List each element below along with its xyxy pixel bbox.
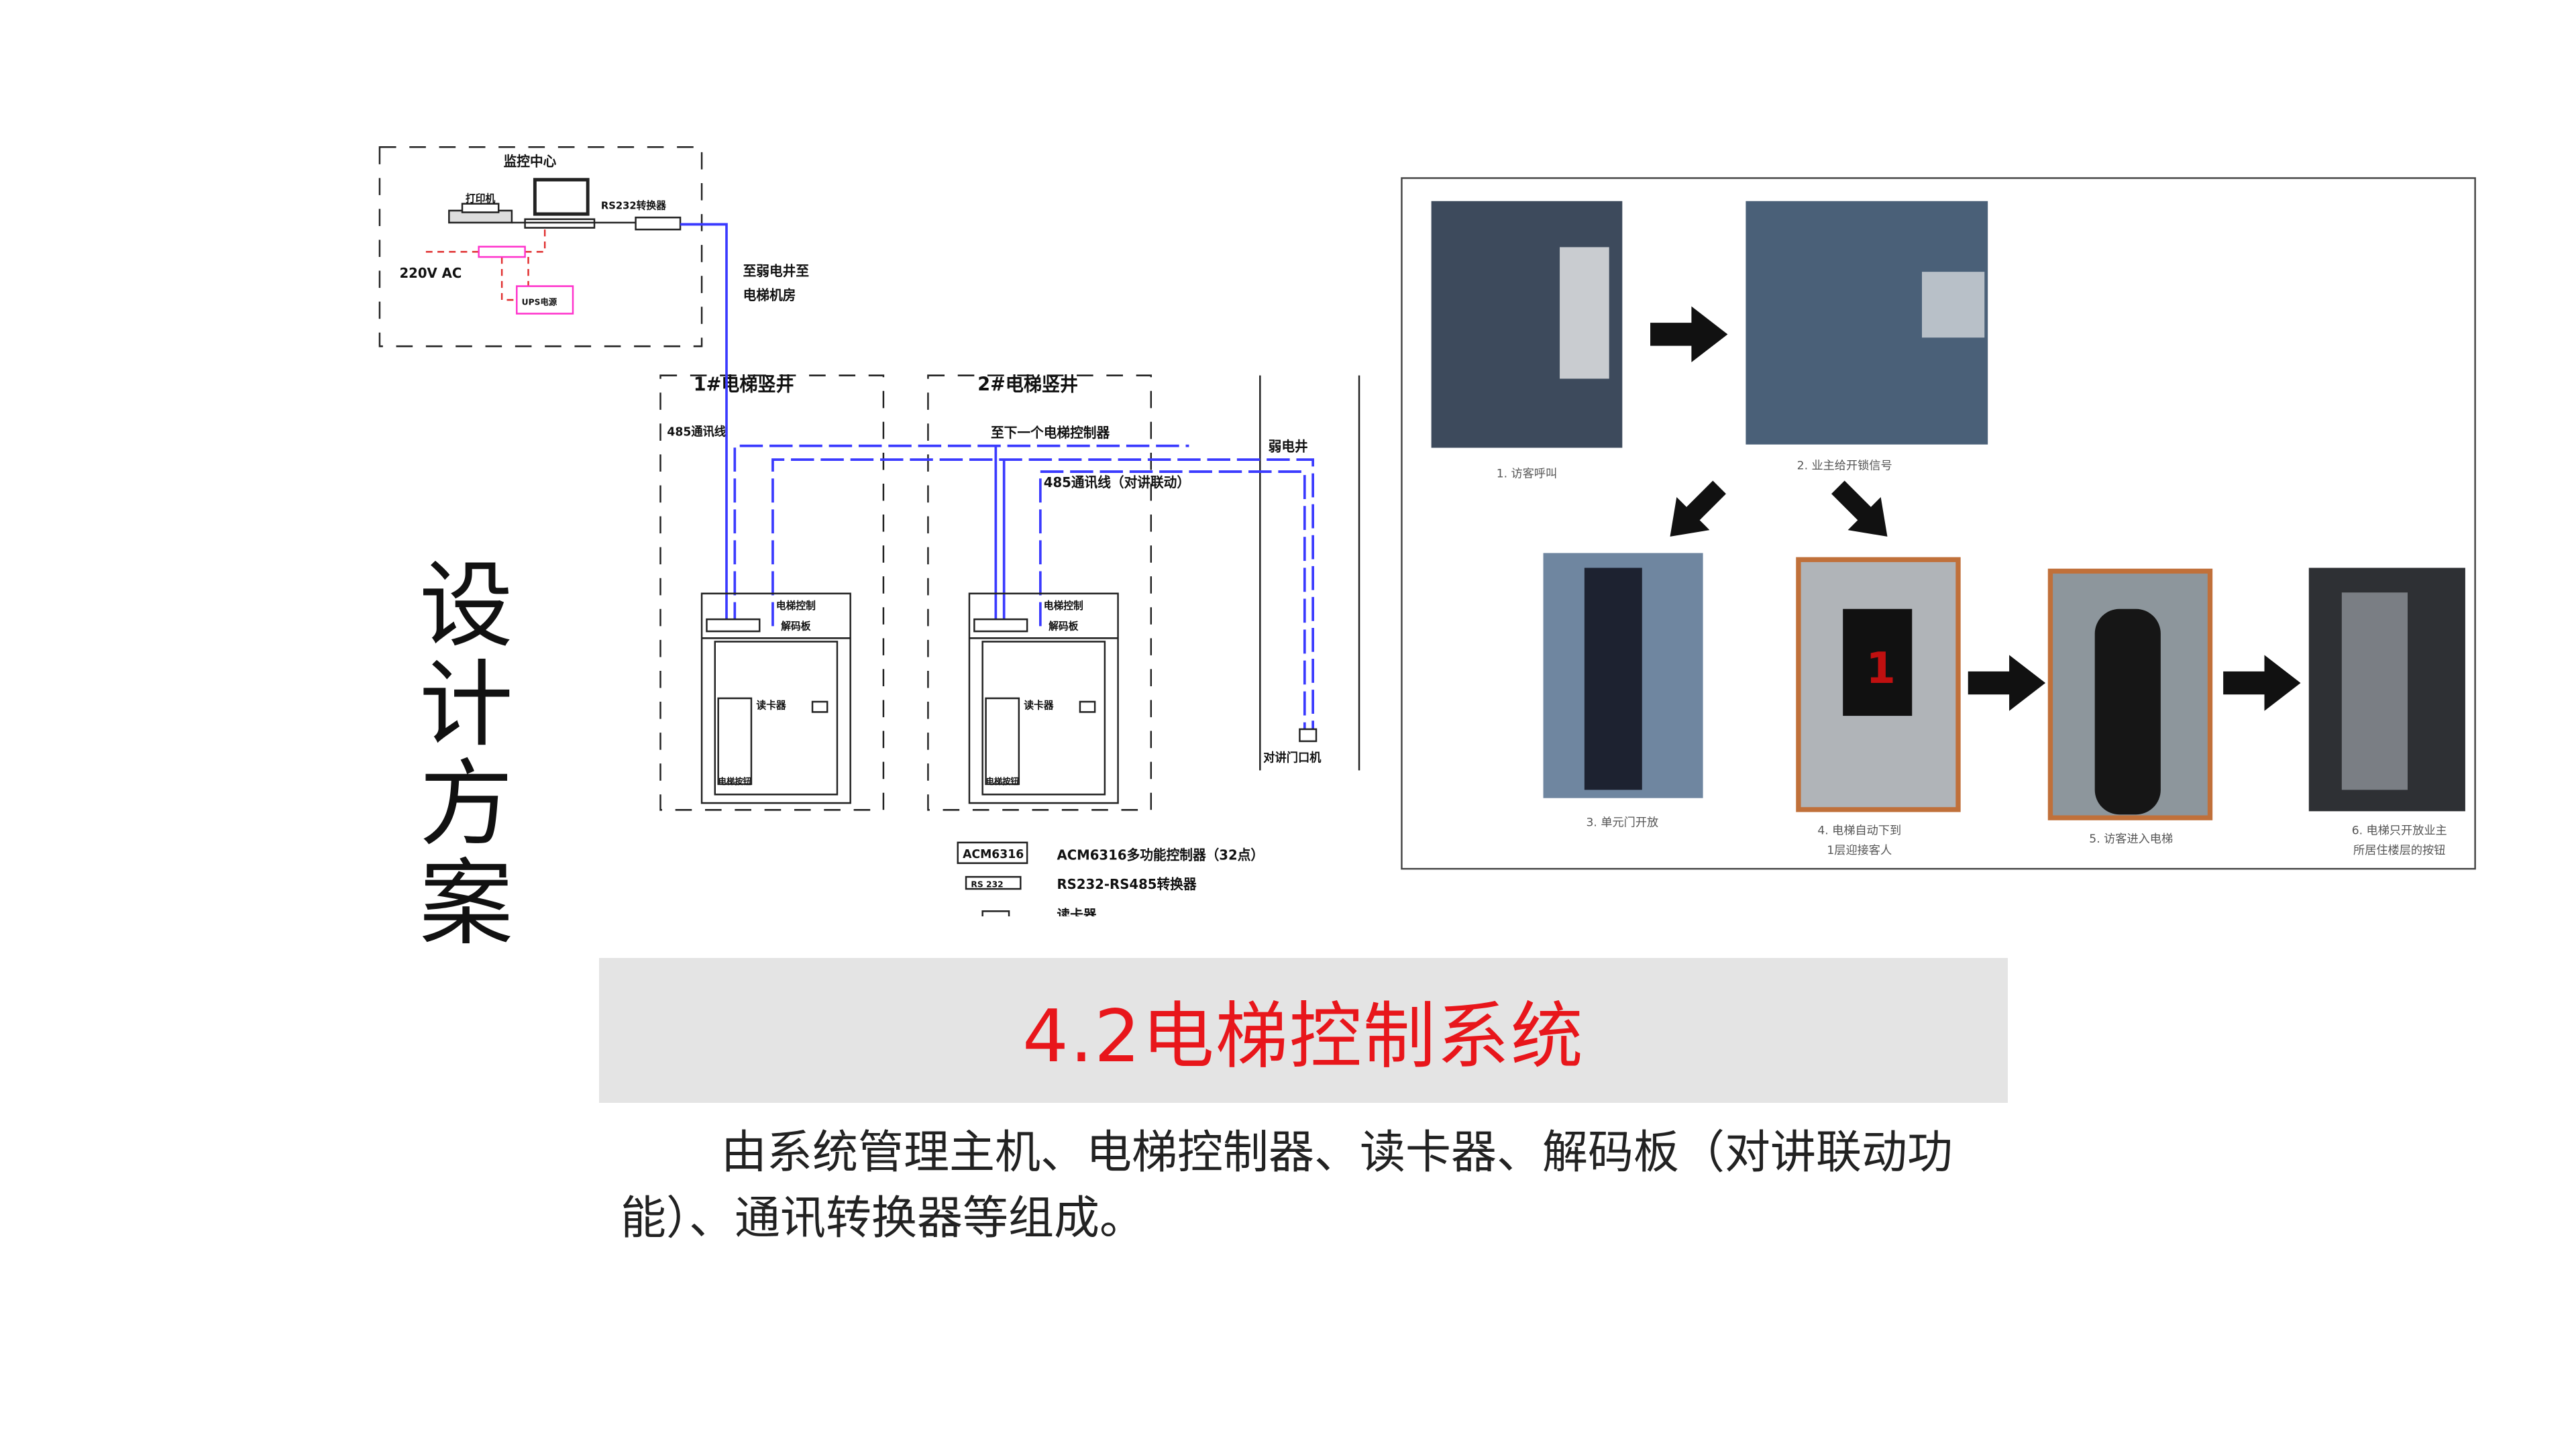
converter-label: RS232转换器 — [601, 199, 667, 211]
description-paragraph: 由系统管理主机、电梯控制器、读卡器、解码板（对讲联动功能）、通讯转换器等组成。 — [621, 1126, 1953, 1245]
section-title: 4.2电梯控制系统 — [1022, 995, 1585, 1079]
step-caption: 4. 电梯自动下到 — [1817, 824, 1901, 838]
buttons-label: 电梯按钮 — [986, 776, 1020, 786]
buttons-label: 电梯按钮 — [718, 776, 752, 786]
bus-label: 485通讯线 — [667, 425, 726, 439]
legend-symbol-text: RS 232 — [971, 879, 1003, 889]
power-label: 220V AC — [399, 264, 462, 280]
step-caption: 1. 访客呼叫 — [1497, 468, 1558, 481]
step-caption: 5. 访客进入电梯 — [2089, 833, 2173, 846]
arrow-right-icon — [1968, 655, 2046, 711]
legend-label: 读卡器 — [1057, 907, 1097, 916]
control-center-label: 监控中心 — [504, 153, 557, 169]
weak-shaft-label: 弱电井 — [1269, 438, 1308, 454]
elevator-cabinet-2 — [968, 592, 1119, 804]
arrow-down-left-icon — [1670, 480, 1726, 537]
control-center-box — [378, 146, 703, 347]
legend-converter-symbol — [965, 875, 1022, 890]
visitor-flow-illustration: 1 1. 访客呼叫 2. 业主给开锁信号 3. 单元门开放 4. 电梯自动下到 … — [1401, 177, 2476, 870]
step-caption: 2. 业主给开锁信号 — [1797, 459, 1892, 472]
elevator-control-label: 电梯控制 — [776, 600, 816, 612]
power-strip — [478, 246, 526, 258]
shaft1-box — [659, 374, 885, 811]
section-title-band: 4.2电梯控制系统 — [599, 958, 2008, 1103]
ups-box — [516, 285, 574, 315]
side-title: 设计方案 — [419, 551, 513, 959]
step-caption: 3. 单元门开放 — [1586, 816, 1658, 829]
to-room-label: 电梯机房 — [743, 287, 796, 303]
shaft1-label: 1#电梯竖井 — [694, 373, 794, 396]
to-room-label: 至弱电井至 — [743, 263, 809, 279]
arrow-right-icon — [2223, 655, 2301, 711]
ups-label: UPS电源 — [522, 297, 557, 307]
door-station-icon — [1299, 728, 1318, 743]
next-controller-label: 至下一个电梯控制器 — [991, 424, 1110, 440]
step-caption: 所居住楼层的按钮 — [2353, 844, 2445, 857]
legend-label: ACM6316多功能控制器（32点） — [1057, 847, 1264, 863]
card-reader-label: 读卡器 — [756, 699, 786, 711]
arrow-down-right-icon — [1831, 480, 1888, 537]
shaft2-box — [927, 374, 1152, 811]
step-caption: 6. 电梯只开放业主 — [2352, 824, 2447, 838]
bus-intercom-label: 485通讯线（对讲联动） — [1044, 474, 1190, 490]
legend-label: RS232-RS485转换器 — [1057, 876, 1197, 892]
arrow-right-icon — [1650, 306, 1728, 363]
legend-controller-symbol — [957, 841, 1028, 864]
step-caption: 1层迎接客人 — [1827, 844, 1892, 857]
shaft2-label: 2#电梯竖井 — [977, 373, 1078, 396]
printer-icon — [448, 203, 513, 224]
computer-icon — [524, 178, 596, 229]
elevator-control-label: 电梯控制 — [1044, 600, 1083, 612]
decoder-label: 解码板 — [781, 620, 811, 632]
elevator-cabinet-1 — [700, 592, 851, 804]
printer-label: 打印机 — [466, 193, 496, 205]
decoder-label: 解码板 — [1049, 620, 1079, 632]
elevator-control-wiring-diagram: 监控中心 打印机 RS232转换器 220V AC UPS电源 至弱电井至 电梯… — [378, 146, 1360, 916]
svg-text:1: 1 — [1866, 644, 1896, 694]
legend-symbol-text: ACM6316 — [963, 848, 1024, 861]
converter-icon — [635, 216, 682, 231]
card-reader-label: 读卡器 — [1024, 699, 1054, 711]
arrow-icons — [1650, 306, 2301, 711]
door-station-label: 对讲门口机 — [1263, 751, 1322, 765]
legend-card-reader-symbol — [981, 910, 1010, 916]
